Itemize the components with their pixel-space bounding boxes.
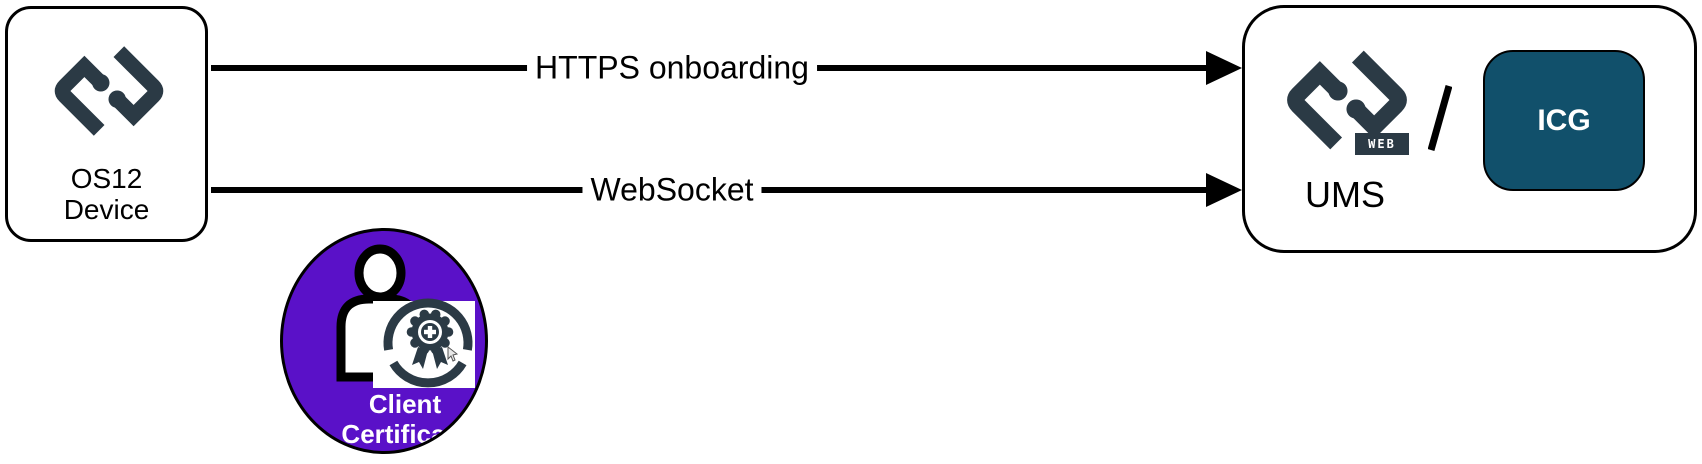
igel-web-logo-icon (1287, 50, 1407, 150)
igel-logo-icon (54, 46, 164, 136)
mouse-cursor-icon (447, 345, 459, 362)
https-arrow-label: HTTPS onboarding (527, 49, 817, 87)
client-certificate-line2: Certificate (341, 419, 469, 449)
client-certificate-label: Client Certificate (301, 389, 485, 449)
websocket-arrowhead-icon (1206, 173, 1242, 207)
websocket-arrow-label: WebSocket (582, 171, 762, 209)
device-label-line2: Device (63, 194, 150, 225)
os12-device-box: OS12 Device (5, 6, 208, 242)
client-certificate-line1: Client (368, 389, 442, 419)
https-arrowhead-icon (1206, 51, 1242, 85)
icg-box: ICG (1483, 50, 1645, 191)
icg-label: ICG (1537, 103, 1591, 137)
web-badge: WEB (1355, 133, 1409, 155)
ums-label: UMS (1305, 174, 1385, 215)
client-certificate-bubble: Client Certificate (280, 228, 488, 454)
device-label: OS12 Device (8, 163, 205, 225)
device-label-line1: OS12 (70, 163, 143, 194)
certificate-badge-icon (383, 298, 473, 388)
slash-separator (1428, 85, 1452, 151)
ums-box: WEB ICG UMS (1242, 5, 1697, 253)
